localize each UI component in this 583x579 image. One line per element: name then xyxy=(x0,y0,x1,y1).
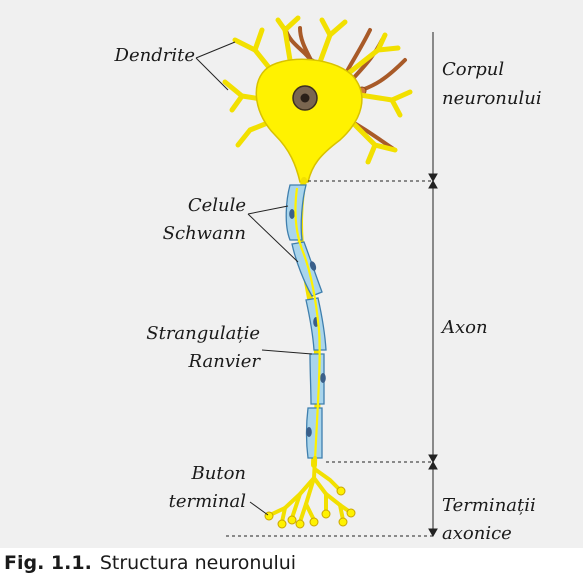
label-strangulatie-line2: Ranvier xyxy=(140,350,260,374)
label-buton-line1: Buton xyxy=(130,462,246,486)
figure-caption-text: Structura neuronului xyxy=(100,552,296,574)
schwann-cells xyxy=(286,185,326,458)
label-celule-schwann-line1: Celule xyxy=(150,194,246,218)
cell-body xyxy=(256,59,362,182)
label-terminatii-line1: Terminații xyxy=(442,494,536,518)
label-corpul-line2: neuronului xyxy=(442,87,542,111)
label-corpul-line1: Corpul xyxy=(442,58,504,82)
label-terminatii-line2: axonice xyxy=(442,522,512,546)
range-arrows xyxy=(429,32,437,536)
label-buton-line2: terminal xyxy=(130,490,246,514)
figure-number: Fig. 1.1. xyxy=(4,552,92,574)
label-strangulatie-line1: Strangulație xyxy=(120,322,260,346)
nucleolus xyxy=(301,94,310,103)
label-dendrite: Dendrite xyxy=(95,44,195,68)
label-celule-schwann-line2: Schwann xyxy=(130,222,246,246)
figure-caption: Fig. 1.1. Structura neuronului xyxy=(4,550,296,576)
label-axon: Axon xyxy=(442,316,488,340)
